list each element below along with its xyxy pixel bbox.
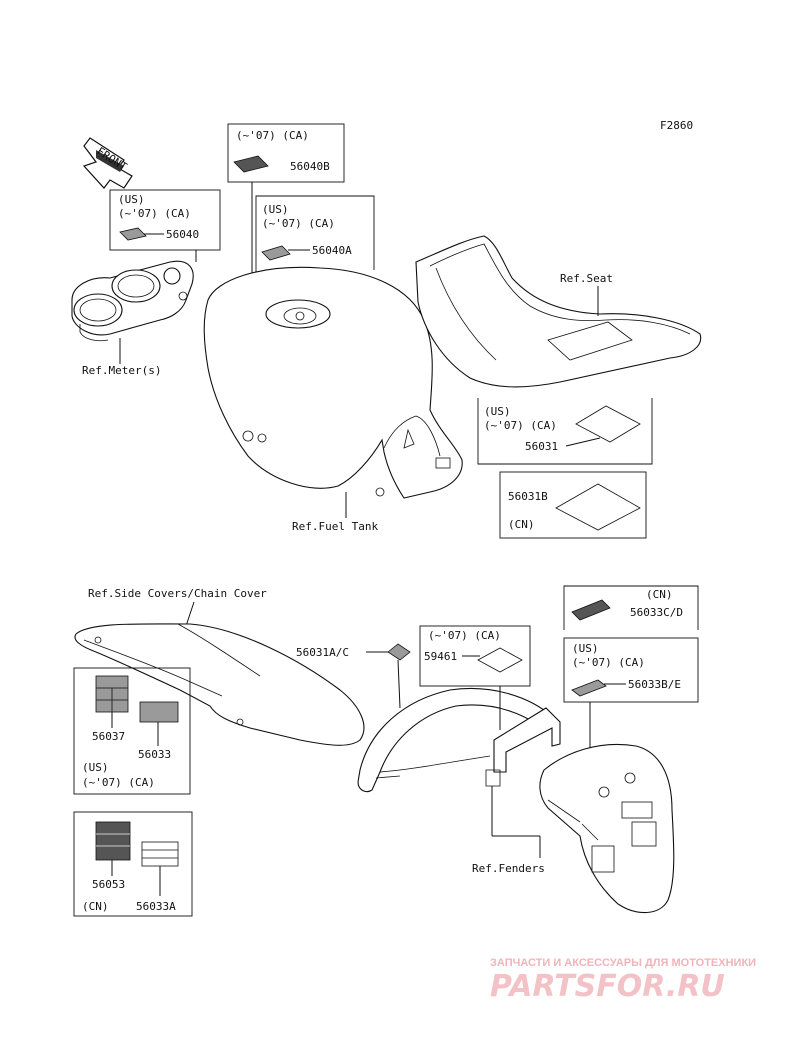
decal-56033CD	[571, 599, 611, 621]
decal-56031B	[555, 483, 641, 531]
note-56033CD-1: (CN)	[646, 588, 673, 601]
ref-seat-label: Ref.Seat	[560, 272, 613, 285]
rear-fender	[539, 743, 675, 914]
part-56033BE: 56033B/E	[628, 678, 681, 691]
watermark-logo: PARTSFOR.RU	[490, 969, 725, 1004]
note-56037-2: (~'07) (CA)	[82, 776, 155, 789]
note-59461-1: (~'07) (CA)	[428, 629, 501, 642]
part-56040: 56040	[166, 228, 199, 241]
group-56040B-box	[227, 123, 345, 183]
part-56040A: 56040A	[312, 244, 352, 257]
part-56031A-C: 56031A/C	[296, 646, 349, 659]
meter-assembly	[71, 260, 194, 342]
front-arrow: FRONT	[82, 137, 133, 189]
decal-56033	[139, 701, 179, 723]
decal-56040A	[261, 245, 291, 261]
part-59461: 59461	[424, 650, 457, 663]
group-56037-box	[73, 667, 191, 795]
part-56031: 56031	[525, 440, 558, 453]
note-56040A-1: (US)	[262, 203, 289, 216]
decal-59461	[477, 647, 523, 673]
note-56031B-1: (CN)	[508, 518, 535, 531]
ref-meter-label: Ref.Meter(s)	[82, 364, 161, 377]
group-56040A-box	[255, 195, 375, 272]
decal-56033A	[141, 841, 179, 867]
group-59461-box	[419, 625, 531, 687]
group-56033CD-box	[563, 585, 699, 630]
seat	[415, 235, 702, 388]
group-56033BE-box	[563, 637, 699, 703]
group-56053-box	[73, 811, 193, 917]
decal-56040B	[233, 155, 269, 173]
figure-code: F2860	[660, 119, 693, 132]
note-56033BE-1: (US)	[572, 642, 599, 655]
note-56040-2: (~'07) (CA)	[118, 207, 191, 220]
note-56033BE-2: (~'07) (CA)	[572, 656, 645, 669]
part-56053: 56053	[92, 878, 125, 891]
part-56033A: 56033A	[136, 900, 176, 913]
fender-bracket	[485, 707, 561, 787]
fuel-tank	[203, 266, 463, 499]
note-56037-1: (US)	[82, 761, 109, 774]
part-56033CD: 56033C/D	[630, 606, 683, 619]
decal-56031	[575, 405, 641, 443]
decal-56033BE	[571, 679, 607, 697]
note-56040-1: (US)	[118, 193, 145, 206]
decal-56040	[119, 227, 147, 241]
group-56040-box	[109, 189, 221, 251]
ref-fenders-label: Ref.Fenders	[472, 862, 545, 875]
decal-56053	[95, 821, 131, 861]
front-fender	[357, 687, 555, 793]
note-56053-1: (CN)	[82, 900, 109, 913]
note-56040B-1: (~'07) (CA)	[236, 129, 309, 142]
part-56037: 56037	[92, 730, 125, 743]
ref-fuel-tank-label: Ref.Fuel Tank	[292, 520, 378, 533]
side-cover-chain-cover	[74, 623, 365, 746]
note-56031-2: (~'07) (CA)	[484, 419, 557, 432]
ref-side-covers-label: Ref.Side Covers/Chain Cover	[88, 587, 267, 600]
group-56031B-box	[499, 471, 647, 539]
part-56031B: 56031B	[508, 490, 548, 503]
decal-56031A-C	[387, 643, 411, 661]
part-56040B: 56040B	[290, 160, 330, 173]
note-56031-1: (US)	[484, 405, 511, 418]
group-56031-box	[477, 398, 653, 465]
watermark-line1: ЗАПЧАСТИ И АКСЕССУАРЫ ДЛЯ МОТОТЕХНИКИ	[490, 957, 756, 969]
part-56033: 56033	[138, 748, 171, 761]
note-56040A-2: (~'07) (CA)	[262, 217, 335, 230]
